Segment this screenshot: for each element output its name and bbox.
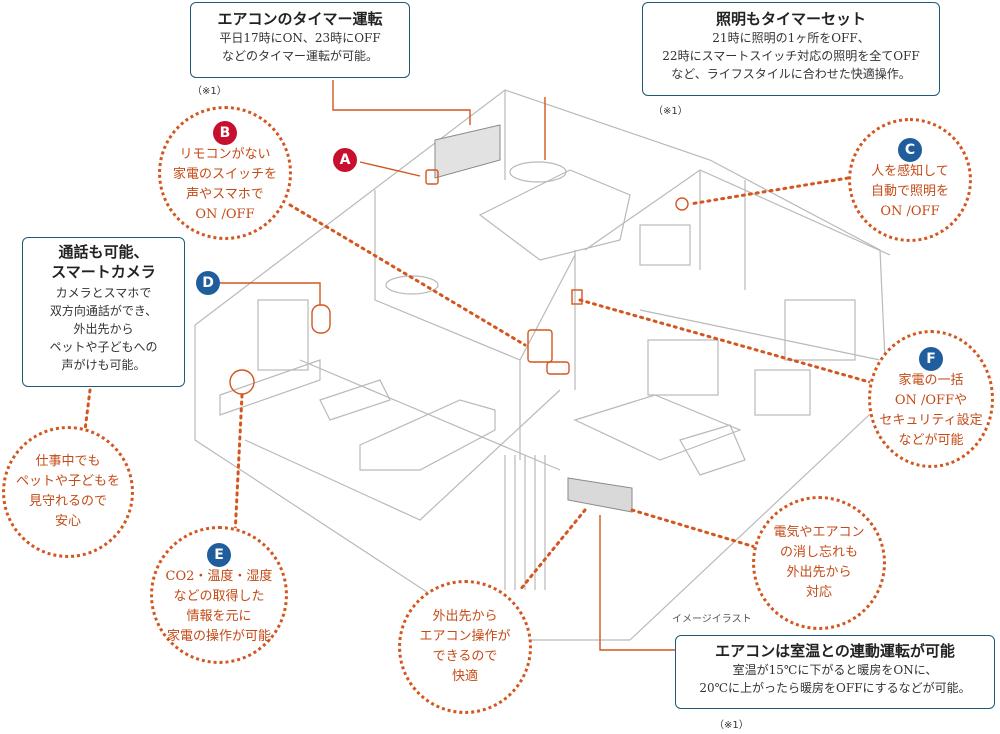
bubble-f-text: 家電の一括 ON /OFFや セキュリティ設定 などが可能 [879,373,983,448]
aircon-timer-title: エアコンのタイマー運転 [217,10,383,28]
light-timer-title: 照明もタイマーセット [715,10,866,28]
aircon-temp-line2: 20℃に上がったら暖房をOFFにするなどが可能。 [699,681,971,695]
aircon-timer-line2: などのタイマー運転が可能。 [221,49,378,63]
aircon-temp-line1: 室温が15℃に下がると暖房をONに、 [732,663,938,677]
bubble-e-text: CO2・温度・湿度 などの取得した 情報を元に 家電の操作が可能 [165,569,273,644]
badge-a: A [333,148,357,172]
smart-camera-title2: スマートカメラ [51,263,156,281]
light-timer-line3: など、ライフスタイルに合わせた快適操作。 [671,67,911,81]
image-caption: イメージイラスト [672,614,752,625]
bubble-f: F 家電の一括 ON /OFFや セキュリティ設定 などが可能 [868,330,994,468]
bubble-remote: 外出先から エアコン操作が できるので 快適 [398,580,532,714]
smart-camera-line5: 声がけも可能。 [61,358,146,372]
aircon-timer-line1: 平日17時にON、23時にOFF [219,31,381,45]
light-timer-callout: 照明もタイマーセット 21時に照明の1ヶ所をOFF、 22時にスマートスイッチ対… [642,2,940,96]
aircon-timer-callout: エアコンのタイマー運転 平日17時にON、23時にOFF などのタイマー運転が可… [190,2,410,78]
bubble-watch-text: 仕事中でも ペットや子どもを 見守れるので 安心 [15,454,120,529]
smart-camera-line1: カメラとスマホで [55,286,152,300]
bubble-c: C 人を感知して 自動で照明を ON /OFF [848,118,972,242]
badge-b: B [213,121,237,145]
aircon-temp-note: （※1） [714,720,749,731]
badge-c: C [898,138,922,162]
smart-camera-line3: 外出先から [73,322,134,336]
aircon-temp-callout: エアコンは室温との連動運転が可能 室温が15℃に下がると暖房をONに、 20℃に… [675,635,995,709]
bubble-watch: 仕事中でも ペットや子どもを 見守れるので 安心 [2,426,134,558]
bubble-b-text: リモコンがない 家電のスイッチを 声やスマホで ON /OFF [172,147,277,222]
light-timer-note: （※1） [653,106,688,117]
smart-camera-title1: 通話も可能、 [58,243,149,261]
light-timer-line2: 22時にスマートスイッチ対応の照明を全てOFF [662,49,920,63]
aircon-timer-note: （※1） [192,86,227,97]
smart-camera-line2: 双方向通話ができ、 [49,304,158,318]
light-timer-line1: 21時に照明の1ヶ所をOFF、 [712,31,870,45]
bubble-c-text: 人を感知して 自動で照明を ON /OFF [870,164,949,219]
bubble-forgot-text: 電気やエアコン の消し忘れも 外出先から 対応 [773,525,865,600]
bubble-forgot: 電気やエアコン の消し忘れも 外出先から 対応 [752,496,886,630]
bubble-b: B リモコンがない 家電のスイッチを 声やスマホで ON /OFF [158,106,292,240]
smart-camera-line4: ペットや子どもへの [49,340,158,354]
aircon-temp-title: エアコンは室温との連動運転が可能 [715,642,955,660]
badge-f: F [919,347,943,371]
badge-e: E [207,543,231,567]
badge-d: D [196,271,220,295]
smart-camera-callout: 通話も可能、 スマートカメラ カメラとスマホで 双方向通話ができ、 外出先から … [22,237,185,387]
bubble-e: E CO2・温度・湿度 などの取得した 情報を元に 家電の操作が可能 [150,526,288,664]
bubble-remote-text: 外出先から エアコン操作が できるので 快適 [419,609,511,684]
